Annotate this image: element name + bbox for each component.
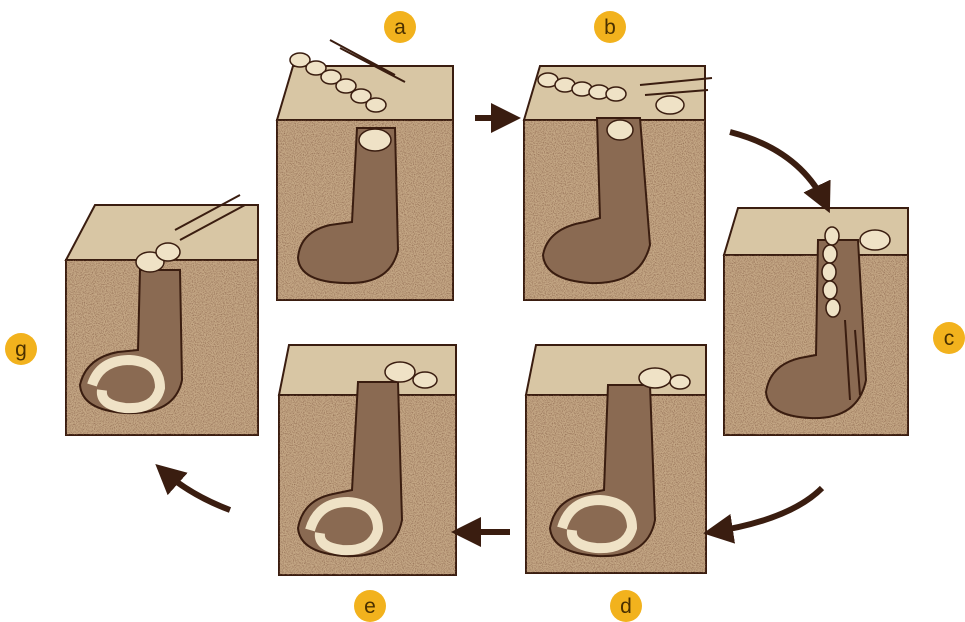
arrow-e-to-g [162, 470, 230, 510]
arrow-b-to-c [730, 132, 826, 205]
stage-label-e: e [354, 590, 386, 622]
soil-block-c [724, 208, 908, 435]
soil-block-e [279, 345, 456, 575]
soil-block-b [524, 66, 712, 300]
stage-label-d: d [610, 590, 642, 622]
wasp-head [607, 120, 633, 140]
arrow-c-to-d [712, 488, 822, 532]
wasp-head [359, 129, 391, 151]
stage-label-a: a [384, 11, 416, 43]
soil-pebble [656, 96, 684, 114]
soil-block-a [277, 40, 453, 300]
soil-block-g [66, 195, 258, 435]
stage-label-b: b [594, 11, 626, 43]
soil-block-d [526, 345, 706, 573]
soil-pebble [860, 230, 890, 250]
stage-label-g: g [5, 333, 37, 365]
stage-label-c: c [933, 322, 965, 354]
